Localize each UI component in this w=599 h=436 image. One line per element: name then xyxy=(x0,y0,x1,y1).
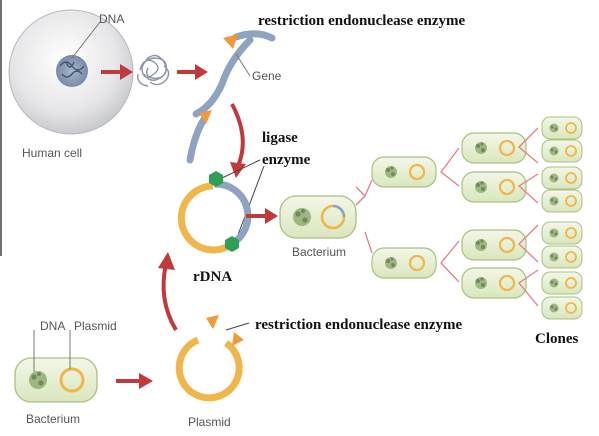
bacterium-recombinant xyxy=(279,195,357,239)
clone-bacterium xyxy=(460,170,528,204)
ligase-pointer-line xyxy=(221,159,261,179)
clone-bacterium xyxy=(460,266,528,300)
curved-arrow-icon xyxy=(158,252,178,332)
rdna-ring xyxy=(177,180,252,254)
cut-plasmid xyxy=(175,336,243,402)
branch-icon xyxy=(440,147,460,283)
plasmid-small-label: Plasmid xyxy=(74,319,117,333)
clone-bacterium xyxy=(541,116,583,140)
branch-icon xyxy=(517,127,539,307)
enzyme-triangle-icon xyxy=(232,332,244,346)
clone-bacterium xyxy=(541,139,583,163)
arrow-right-icon xyxy=(116,373,153,389)
gene-strand xyxy=(186,30,276,164)
restriction-pointer-line xyxy=(225,322,250,331)
arrow-right-icon xyxy=(177,64,208,80)
restriction-enzyme-bottom-label: restriction endonuclease enzyme xyxy=(255,317,463,333)
clone-bacterium xyxy=(541,221,583,245)
clone-bacterium xyxy=(541,296,583,320)
bacterium-bottom-label: Bacterium xyxy=(26,412,80,426)
bacterium-mid-label: Bacterium xyxy=(292,245,346,259)
clone-bacterium xyxy=(541,166,583,190)
dna-top-label: DNA xyxy=(99,12,124,26)
restriction-enzyme-top-label: restriction endonuclease enzyme xyxy=(258,13,466,29)
clone-bacterium xyxy=(541,189,583,213)
gene-label: Gene xyxy=(252,69,282,83)
ligase-label-line2: enzyme xyxy=(262,152,311,168)
clone-bacterium xyxy=(541,271,583,295)
dna-leader-line xyxy=(71,21,101,59)
clone-bacterium xyxy=(370,246,438,280)
clone-bacterium xyxy=(460,131,528,165)
arrow-right-icon xyxy=(246,208,278,224)
ligase-hexagon-icon xyxy=(209,171,223,187)
ligase-hexagon-icon xyxy=(225,236,239,252)
rdna-label: rDNA xyxy=(193,269,232,285)
enzyme-triangle-icon xyxy=(223,34,238,49)
clone-bacterium xyxy=(370,155,438,189)
enzyme-triangle-icon xyxy=(206,315,219,329)
dna-tangle xyxy=(137,54,170,87)
dna-bottom-label: DNA xyxy=(40,319,65,333)
clone-bacterium xyxy=(541,245,583,269)
human-cell-label: Human cell xyxy=(22,146,82,160)
human-cell xyxy=(8,9,134,135)
clones-label: Clones xyxy=(535,331,579,347)
ligase-label-line1: ligase xyxy=(262,130,298,146)
clone-bacterium xyxy=(460,228,528,262)
plasmid-bottom-label: Plasmid xyxy=(188,415,231,429)
enzyme-triangle-icon xyxy=(199,110,212,124)
curved-arrow-icon xyxy=(230,103,246,178)
ligase-pointer-line xyxy=(235,165,265,241)
branch-icon xyxy=(355,179,373,254)
arrow-right-icon xyxy=(101,64,133,80)
bacterium-original xyxy=(14,357,98,403)
gene-leader-line xyxy=(235,53,251,77)
